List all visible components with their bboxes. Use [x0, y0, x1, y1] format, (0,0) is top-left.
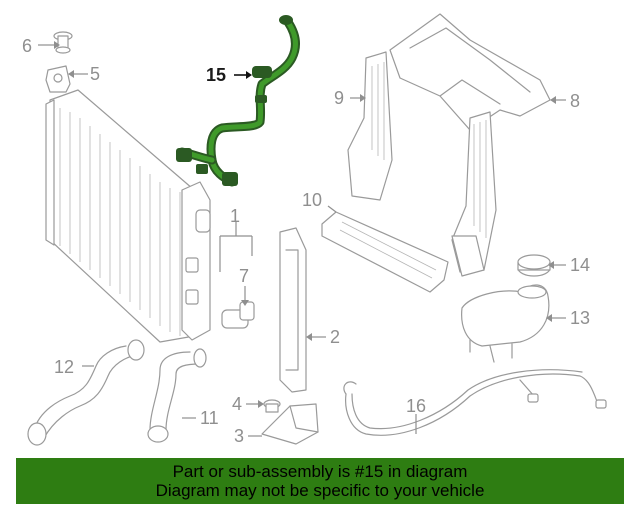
callout-1: 1	[230, 206, 240, 226]
part-6-plug	[53, 31, 73, 54]
part-5-mount-bracket	[45, 65, 71, 93]
part-4-grommet	[263, 399, 281, 413]
callout-7: 7	[239, 266, 249, 286]
part-7-fitting	[221, 301, 255, 329]
callout-11: 11	[200, 408, 219, 428]
callout-2: 2	[330, 327, 340, 347]
callout-14: 14	[570, 255, 590, 275]
part-1-leader-bracket	[219, 222, 253, 272]
callout-labels: 6 5 15 9 8 10 1 7 2 14 13 12 16 4 11 3	[22, 36, 590, 446]
part-3-bracket	[261, 403, 319, 445]
callout-5: 5	[90, 64, 100, 84]
callout-12: 12	[54, 357, 74, 377]
callout-4: 4	[232, 394, 242, 414]
part-14-reservoir-cap	[517, 254, 551, 277]
part-11-hose	[147, 348, 207, 443]
callout-3: 3	[234, 426, 244, 446]
part-15-coolant-hose-highlighted	[176, 15, 300, 187]
exploded-parts-diagram: 6 5 15 9 8 10 1 7 2 14 13 12 16 4 11 3	[22, 13, 607, 446]
callout-16: 16	[406, 396, 426, 416]
radiator	[45, 89, 211, 343]
part-13-expansion-tank	[461, 284, 550, 363]
callout-13: 13	[570, 308, 590, 328]
frame-right-upright	[451, 111, 497, 277]
part-8-upper-carrier	[389, 13, 551, 131]
part-2-air-duct	[279, 227, 307, 393]
part-16-vent-line	[343, 369, 607, 436]
part-9-side-member	[347, 51, 393, 201]
callout-10: 10	[302, 190, 322, 210]
callout-leaders	[38, 41, 566, 437]
callout-15: 15	[206, 65, 226, 85]
callout-8: 8	[570, 91, 580, 111]
highlight-notice-banner: Part or sub-assembly is #15 in diagram D…	[16, 458, 624, 504]
banner-line-part-number: Part or sub-assembly is #15 in diagram	[172, 462, 468, 481]
callout-9: 9	[334, 88, 344, 108]
part-10-air-guide	[321, 211, 449, 293]
callout-6: 6	[22, 36, 32, 56]
banner-line-disclaimer: Diagram may not be specific to your vehi…	[155, 481, 485, 500]
part-12-hose	[27, 339, 145, 446]
